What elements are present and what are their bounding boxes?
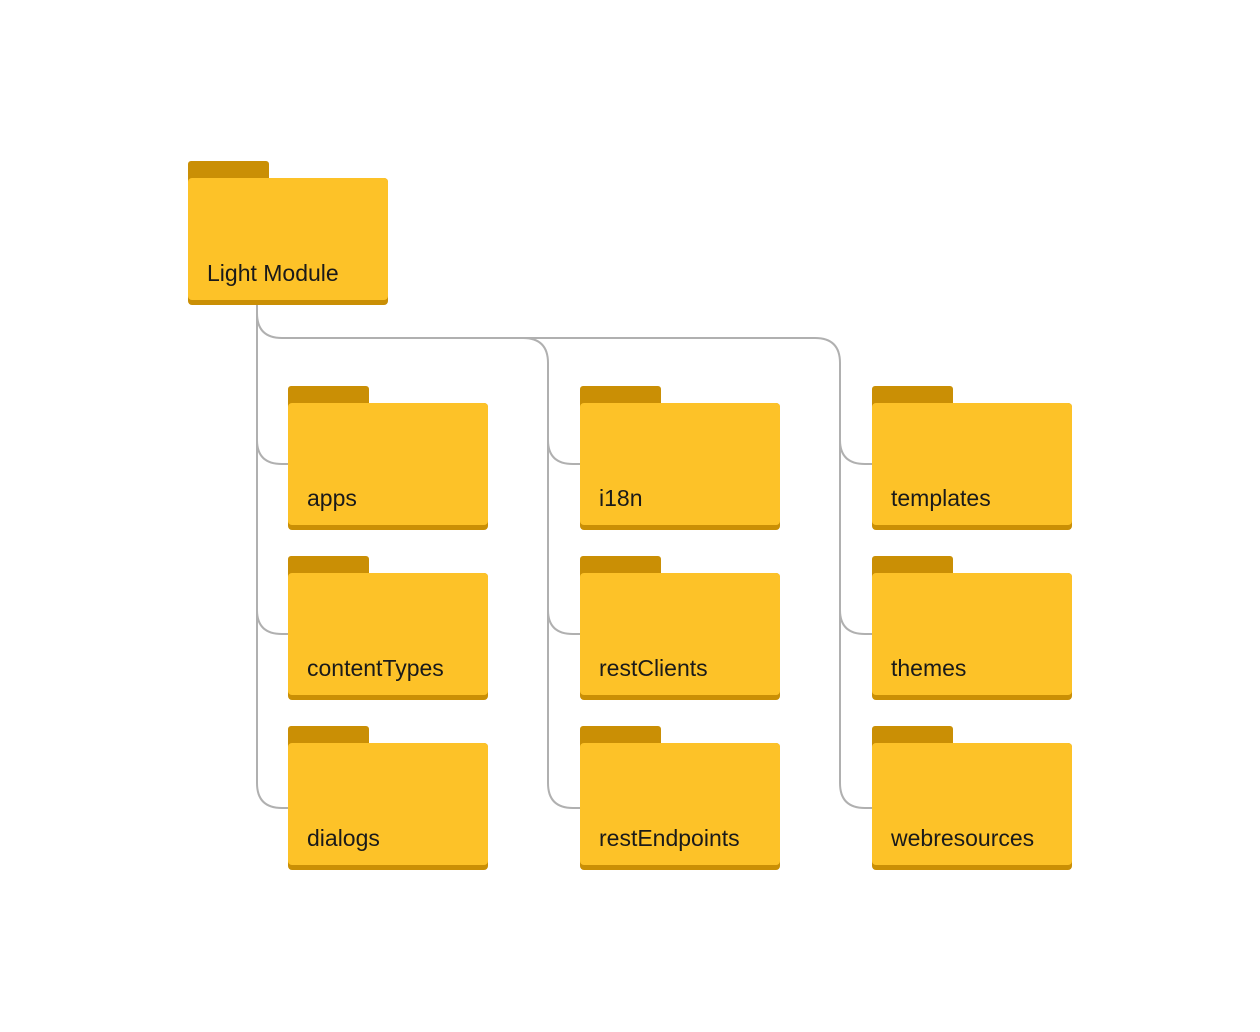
folder-icon bbox=[188, 178, 388, 300]
folder-icon bbox=[580, 573, 780, 695]
folder-tab bbox=[188, 161, 269, 183]
folder-tab bbox=[872, 726, 953, 748]
folder-tab bbox=[872, 556, 953, 578]
connector-root-bus bbox=[256, 304, 873, 809]
folder-tab bbox=[288, 556, 369, 578]
connector-apps bbox=[256, 439, 289, 465]
folder-themes: themes bbox=[872, 556, 1072, 701]
folder-restEndpoints: restEndpoints bbox=[580, 726, 780, 871]
folder-label: webresources bbox=[891, 825, 1035, 851]
folder-icon bbox=[288, 743, 488, 865]
folder-icon bbox=[580, 743, 780, 865]
folder-label: apps bbox=[307, 485, 357, 511]
folder-label: contentTypes bbox=[307, 655, 444, 681]
folder-contentTypes: contentTypes bbox=[288, 556, 488, 701]
folder-light-module: Light Module bbox=[188, 161, 388, 306]
folder-webresources: webresources bbox=[872, 726, 1072, 871]
folder-apps: apps bbox=[288, 386, 488, 531]
connector-i18n bbox=[547, 439, 581, 465]
connector-templates bbox=[839, 439, 873, 465]
folder-icon bbox=[288, 403, 488, 525]
connector-themes bbox=[839, 609, 873, 635]
folder-dialogs: dialogs bbox=[288, 726, 488, 871]
folder-tab bbox=[288, 386, 369, 408]
folder-label: templates bbox=[891, 485, 991, 511]
folder-label: restEndpoints bbox=[599, 825, 740, 851]
connector-restClients bbox=[547, 609, 581, 635]
folder-tab bbox=[288, 726, 369, 748]
folder-tab bbox=[580, 726, 661, 748]
folder-label: Light Module bbox=[207, 260, 339, 286]
folder-restClients: restClients bbox=[580, 556, 780, 701]
folder-icon bbox=[872, 573, 1072, 695]
folder-tab bbox=[580, 386, 661, 408]
folder-icon bbox=[288, 573, 488, 695]
connector-contentTypes bbox=[256, 609, 289, 635]
folder-icon bbox=[872, 403, 1072, 525]
folder-label: restClients bbox=[599, 655, 708, 681]
folder-icon bbox=[872, 743, 1072, 865]
folder-icon bbox=[580, 403, 780, 525]
folder-tab bbox=[872, 386, 953, 408]
folder-templates: templates bbox=[872, 386, 1072, 531]
folder-tab bbox=[580, 556, 661, 578]
folder-label: i18n bbox=[599, 485, 643, 511]
folder-label: dialogs bbox=[307, 825, 380, 851]
folder-label: themes bbox=[891, 655, 967, 681]
folder-i18n: i18n bbox=[580, 386, 780, 531]
connector-column-2-trunk bbox=[522, 337, 581, 809]
connector-column-1-trunk bbox=[256, 312, 289, 809]
